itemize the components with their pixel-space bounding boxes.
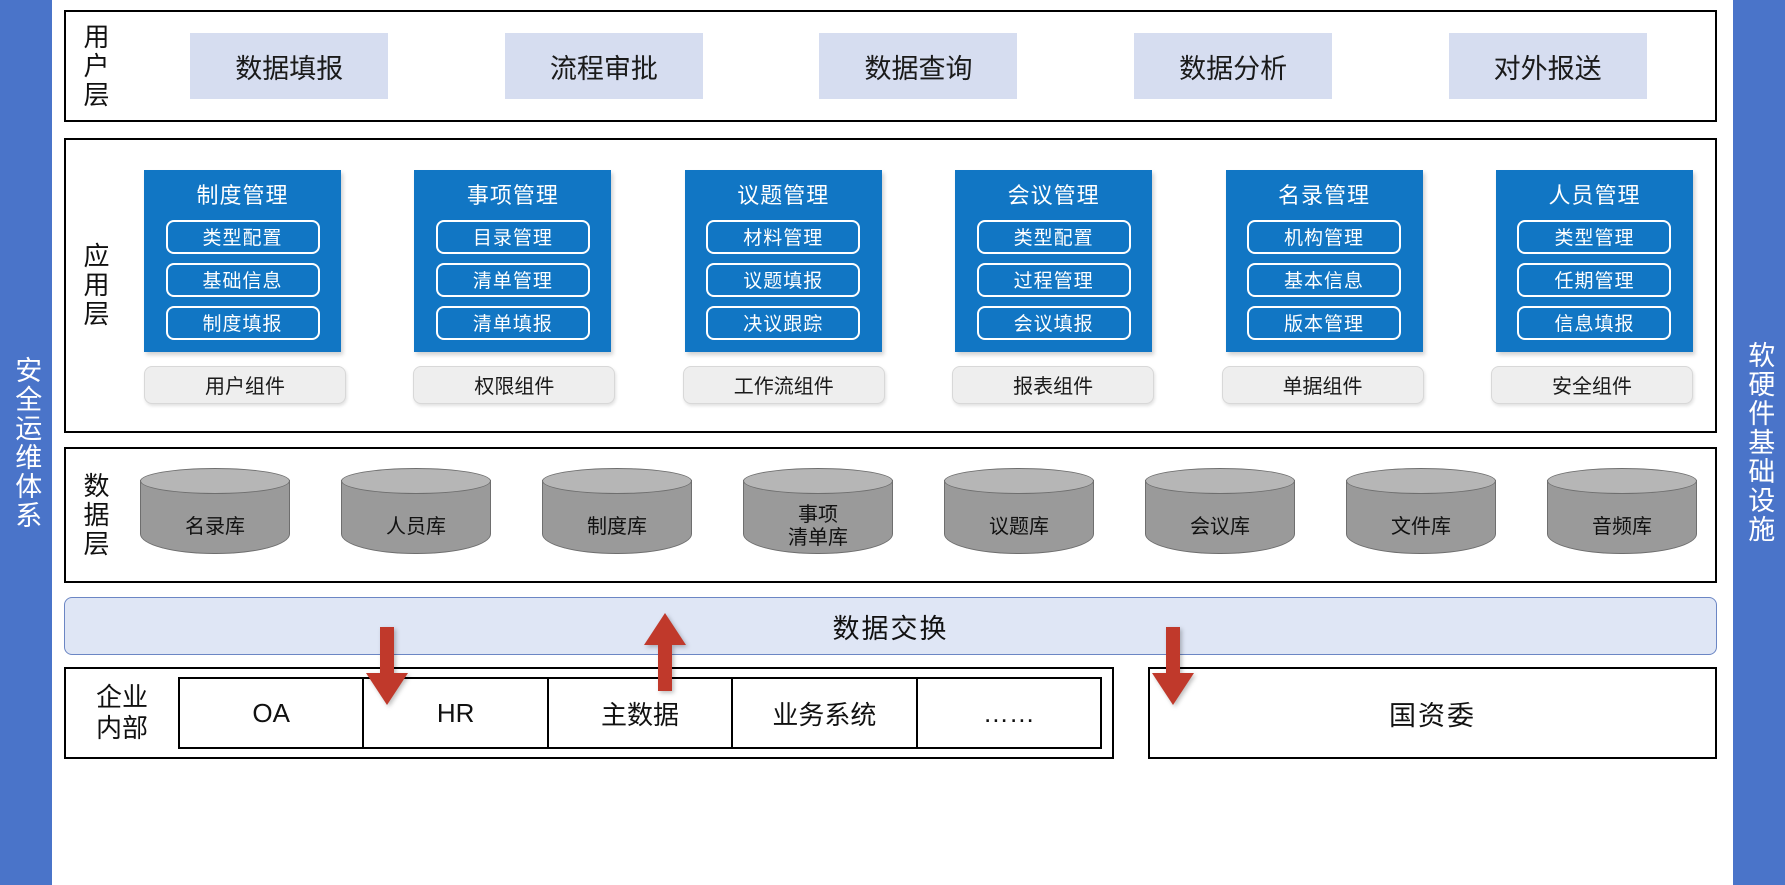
app-sub-item[interactable]: 任期管理 [1517,262,1672,297]
user-chip-data-entry[interactable]: 数据填报 [190,33,389,99]
app-sub-item[interactable]: 清单填报 [435,305,590,340]
data-layer-label: 数据层 [79,471,110,559]
cylinder-top-icon [1547,468,1697,494]
database-cylinder-directory[interactable]: 名录库 [140,468,290,562]
cylinder-top-icon [743,468,893,494]
database-cylinder-audio[interactable]: 音频库 [1547,468,1697,562]
user-chip-process-approval[interactable]: 流程审批 [504,33,703,99]
app-sub-item[interactable]: 议题填报 [706,262,861,297]
app-card-title: 议题管理 [737,182,830,208]
system-cell-master-data[interactable]: 主数据 [549,679,734,747]
user-chip-data-query[interactable]: 数据查询 [819,33,1018,99]
database-label: 音频库 [1592,515,1652,538]
app-sub-item[interactable]: 会议填报 [976,305,1131,340]
app-sub-item[interactable]: 过程管理 [976,262,1131,297]
app-card-matter-management[interactable]: 事项管理 目录管理 清单管理 清单填报 [414,169,612,352]
database-cylinder-matter-list[interactable]: 事项 清单库 [743,468,893,562]
database-label: 事项 清单库 [788,504,848,549]
app-sub-item[interactable]: 类型配置 [165,219,320,254]
database-label: 会议库 [1190,515,1250,538]
application-layer-body: 制度管理 类型配置 基础信息 制度填报 事项管理 目录管理 清单管理 清单填报 … [122,140,1715,431]
system-cell-oa[interactable]: OA [180,679,365,747]
app-sub-item[interactable]: 类型管理 [1517,219,1672,254]
cylinder-top-icon [542,468,692,494]
database-cylinder-file[interactable]: 文件库 [1346,468,1496,562]
cylinder-top-icon [341,468,491,494]
app-card-directory-management[interactable]: 名录管理 机构管理 基本信息 版本管理 [1225,169,1423,352]
app-card-system-management[interactable]: 制度管理 类型配置 基础信息 制度填报 [144,169,341,352]
cylinder-top-icon [944,468,1094,494]
bottom-row: 企业 内部 OA HR 主数据 业务系统 …… 国资委 [64,667,1717,759]
database-cylinder-topic[interactable]: 议题库 [944,468,1094,562]
app-sub-item[interactable]: 决议跟踪 [706,305,861,340]
app-sub-item[interactable]: 清单管理 [435,262,590,297]
database-label: 议题库 [989,515,1049,538]
component-permission[interactable]: 权限组件 [413,365,616,404]
right-rail-label: 软硬件基础设施 [1744,341,1775,544]
user-layer-body: 数据填报 流程审批 数据查询 数据分析 对外报送 [122,12,1715,120]
database-label: 文件库 [1391,515,1451,538]
app-card-personnel-management[interactable]: 人员管理 类型管理 任期管理 信息填报 [1495,169,1693,352]
cylinder-top-icon [1145,468,1295,494]
right-rail-infrastructure: 软硬件基础设施 [1733,0,1785,885]
app-sub-item[interactable]: 材料管理 [706,219,861,254]
database-label: 名录库 [185,515,245,538]
app-sub-item[interactable]: 目录管理 [435,219,590,254]
user-chip-data-analysis[interactable]: 数据分析 [1134,33,1333,99]
app-card-topic-management[interactable]: 议题管理 材料管理 议题填报 决议跟踪 [684,169,882,352]
enterprise-systems-grid: OA HR 主数据 业务系统 …… [178,677,1102,749]
user-layer: 用户层 数据填报 流程审批 数据查询 数据分析 对外报送 [64,10,1717,122]
cylinder-top-icon [140,468,290,494]
app-sub-item[interactable]: 基础信息 [165,262,320,297]
left-rail-security-ops: 安全运维体系 [0,0,52,885]
user-chip-external-report[interactable]: 对外报送 [1448,33,1647,99]
app-card-title: 事项管理 [466,182,559,208]
app-card-title: 会议管理 [1007,182,1100,208]
enterprise-internal-label: 企业 内部 [95,681,148,743]
enterprise-internal-box: 企业 内部 OA HR 主数据 业务系统 …… [64,667,1114,759]
database-cylinder-system[interactable]: 制度库 [542,468,692,562]
component-security[interactable]: 安全组件 [1490,365,1693,404]
diagram-canvas: 用户层 数据填报 流程审批 数据查询 数据分析 对外报送 应用层 制度管理 类型… [52,0,1733,885]
component-report[interactable]: 报表组件 [952,365,1155,404]
system-cell-hr[interactable]: HR [364,679,549,747]
data-exchange-bar: 数据交换 [64,597,1717,655]
app-sub-item[interactable]: 制度填报 [165,305,320,340]
database-cylinder-personnel[interactable]: 人员库 [341,468,491,562]
data-layer: 数据层 名录库 人员库 制度库 事项 清单库 [64,447,1717,583]
arrow-up-icon-internal [644,613,686,691]
data-layer-body: 名录库 人员库 制度库 事项 清单库 议题库 [122,449,1715,581]
component-row: 用户组件 权限组件 工作流组件 报表组件 单据组件 安全组件 [130,352,1707,404]
arrow-down-icon-sasac [1152,627,1194,705]
app-card-meeting-management[interactable]: 会议管理 类型配置 过程管理 会议填报 [955,169,1153,352]
sasac-label: 国资委 [1389,700,1476,731]
app-card-title: 人员管理 [1548,182,1641,208]
app-sub-item[interactable]: 机构管理 [1247,219,1402,254]
sasac-box[interactable]: 国资委 [1148,667,1717,759]
app-sub-item[interactable]: 版本管理 [1247,305,1402,340]
data-exchange-label: 数据交换 [832,613,949,644]
application-layer-label: 应用层 [79,242,110,329]
component-workflow[interactable]: 工作流组件 [682,365,885,404]
system-cell-business[interactable]: 业务系统 [733,679,918,747]
app-card-title: 名录管理 [1278,182,1371,208]
system-cell-ellipsis: …… [982,697,1035,728]
database-label: 制度库 [587,515,647,538]
component-document[interactable]: 单据组件 [1221,365,1424,404]
component-user[interactable]: 用户组件 [144,365,346,404]
cylinder-top-icon [1346,468,1496,494]
app-sub-item[interactable]: 信息填报 [1517,305,1672,340]
app-card-title: 制度管理 [196,182,289,208]
database-cylinder-meeting[interactable]: 会议库 [1145,468,1295,562]
application-card-row: 制度管理 类型配置 基础信息 制度填报 事项管理 目录管理 清单管理 清单填报 … [130,169,1707,352]
user-layer-label: 用户层 [79,22,110,110]
app-sub-item[interactable]: 类型配置 [976,219,1131,254]
app-sub-item[interactable]: 基本信息 [1247,262,1402,297]
left-rail-label: 安全运维体系 [11,355,42,530]
application-layer: 应用层 制度管理 类型配置 基础信息 制度填报 事项管理 目录管理 清单管理 清… [64,138,1717,433]
database-label: 人员库 [386,515,446,538]
arrow-down-icon-oa [366,627,408,705]
